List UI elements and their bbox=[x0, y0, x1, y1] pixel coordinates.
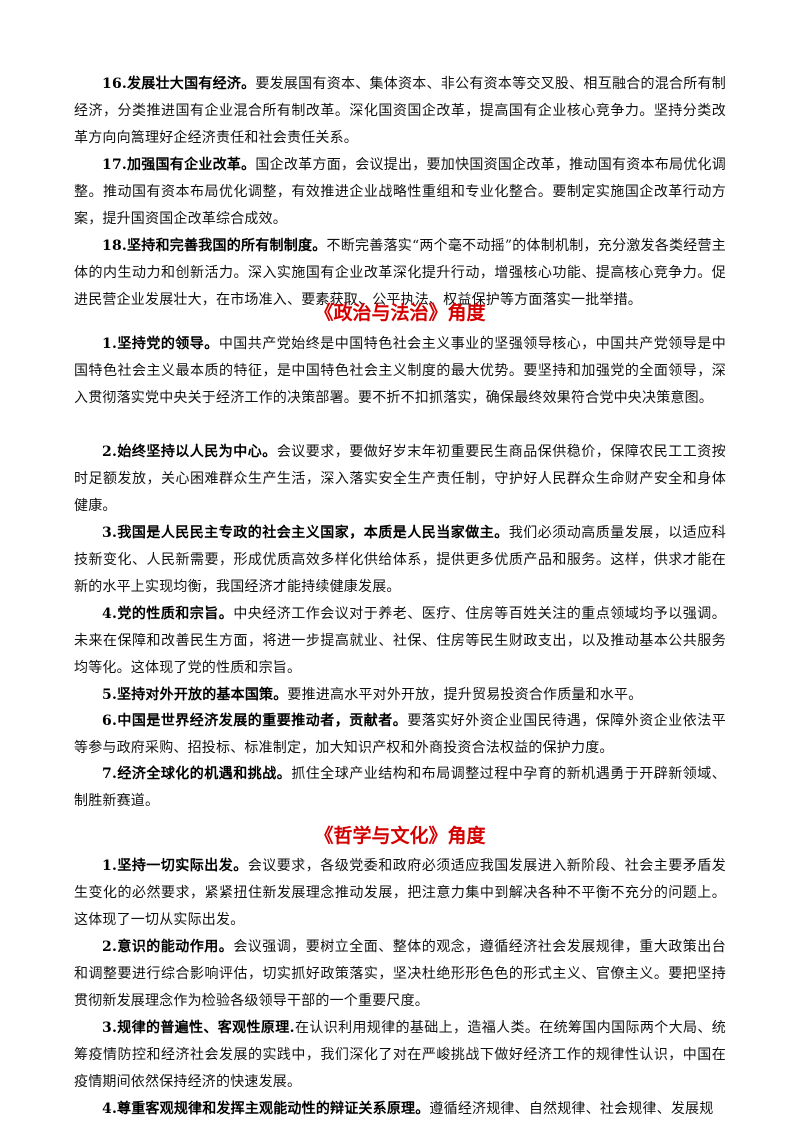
item-heading: 2.意识的能动作用。 bbox=[102, 939, 234, 955]
paragraph-item: 7.经济全球化的机遇和挑战。抓住全球产业结构和布局调整过程中孕育的新机遇勇于开辟… bbox=[74, 761, 726, 815]
item-body: 遵循经济规律、自然规律、社会规律、发展规 bbox=[429, 1101, 714, 1117]
item-heading: 4.尊重客观规律和发挥主观能动性的辩证关系原理。 bbox=[102, 1101, 430, 1117]
item-body: 在认识利用规律的基础上，造福人类。在统筹国内国际两个大局、统筹疫情防控和经济社会… bbox=[74, 1020, 726, 1090]
section-title-philosophy: 《哲学与文化》角度 bbox=[314, 825, 486, 847]
item-heading: 5.坚持对外开放的基本国策。 bbox=[102, 687, 288, 703]
item-heading: 3.规律的普遍性、客观性原理. bbox=[102, 1020, 295, 1036]
paragraph-item: 1.坚持一切实际出发。会议要求，各级党委和政府必须适应我国发展进入新阶段、社会主… bbox=[74, 853, 726, 934]
item-body: 中国共产党始终是中国特色社会主义事业的坚强领导核心，中国共产党领导是中国特色社会… bbox=[74, 336, 726, 406]
item-heading: 1.坚持一切实际出发。 bbox=[102, 858, 248, 874]
item-heading: 18.坚持和完善我国的所有制制度。 bbox=[102, 238, 327, 254]
item-heading: 3.我国是人民民主专政的社会主义国家，本质是人民当家做主。 bbox=[102, 525, 509, 541]
item-body: 会议要求，要做好岁末年初重要民生商品保供稳价，保障农民工工资按时足额发放，关心困… bbox=[74, 444, 726, 514]
paragraph-item: 2.意识的能动作用。会议强调，要树立全面、整体的观念，遵循经济社会发展规律，重大… bbox=[74, 934, 726, 1015]
item-body: 会议要求，各级党委和政府必须适应我国发展进入新阶段、社会主要矛盾发生变化的必然要… bbox=[74, 858, 726, 928]
paragraph-item: 4.党的性质和宗旨。中央经济工作会议对于养老、医疗、住房等百姓关注的重点领域均予… bbox=[74, 601, 726, 682]
item-body: 我们必须动高质量发展，以适应科技新变化、人民新需要，形成优质高效多样化供给体系，… bbox=[74, 525, 727, 595]
item-body: 抓住全球产业结构和布局调整过程中孕育的新机遇勇于开辟新领域、制胜新赛道。 bbox=[74, 766, 726, 809]
item-body: 要落实好外资企业国民待遇，保障外资企业依法平等参与政府采购、招投标、标准制定，加… bbox=[74, 713, 727, 756]
section-title-politics: 《政治与法治》角度 bbox=[314, 302, 486, 324]
item-heading: 1.坚持党的领导。 bbox=[102, 336, 219, 352]
paragraph-item: 16.发展壮大国有经济。要发展国有资本、集体资本、非公有资本等交叉股、相互融合的… bbox=[74, 71, 726, 152]
paragraph-item: 4.尊重客观规律和发挥主观能动性的辩证关系原理。遵循经济规律、自然规律、社会规律… bbox=[74, 1096, 726, 1123]
item-body: 会议强调，要树立全面、整体的观念，遵循经济社会发展规律，重大政策出台和调整要进行… bbox=[74, 939, 726, 1009]
item-body: 不断完善落实“两个毫不动摇”的体制机制，充分激发各类经营主体的内生动力和创新活力… bbox=[74, 238, 726, 308]
item-body: 要推进高水平对外开放，提升贸易投资合作质量和水平。 bbox=[287, 687, 643, 703]
item-body: 国企改革方面，会议提出，要加快国资国企改革，推动国有资本布局优化调整。推动国有资… bbox=[74, 157, 726, 227]
paragraph-item: 1.坚持党的领导。中国共产党始终是中国特色社会主义事业的坚强领导核心，中国共产党… bbox=[74, 331, 726, 412]
item-body: 中央经济工作会议对于养老、医疗、住房等百姓关注的重点领域均予以强调。未来在保障和… bbox=[74, 606, 726, 676]
paragraph-item: 18.坚持和完善我国的所有制制度。不断完善落实“两个毫不动摇”的体制机制，充分激… bbox=[74, 233, 726, 314]
paragraph-item: 3.规律的普遍性、客观性原理.在认识利用规律的基础上，造福人类。在统筹国内国际两… bbox=[74, 1015, 726, 1096]
paragraph-item: 17.加强国有企业改革。国企改革方面，会议提出，要加快国资国企改革，推动国有资本… bbox=[74, 152, 726, 233]
paragraph-item: 5.坚持对外开放的基本国策。要推进高水平对外开放，提升贸易投资合作质量和水平。 bbox=[74, 682, 726, 709]
item-heading: 2.始终坚持以人民为中心。 bbox=[102, 444, 277, 460]
item-heading: 16.发展壮大国有经济。 bbox=[102, 76, 256, 92]
paragraph-item: 3.我国是人民民主专政的社会主义国家，本质是人民当家做主。我们必须动高质量发展，… bbox=[74, 520, 726, 601]
item-heading: 7.经济全球化的机遇和挑战。 bbox=[102, 766, 292, 782]
item-heading: 17.加强国有企业改革。 bbox=[102, 157, 256, 173]
item-body: 要发展国有资本、集体资本、非公有资本等交叉股、相互融合的混合所有制经济，分类推进… bbox=[74, 76, 726, 146]
paragraph-item: 6.中国是世界经济发展的重要推动者，贡献者。要落实好外资企业国民待遇，保障外资企… bbox=[74, 708, 726, 762]
item-heading: 6.中国是世界经济发展的重要推动者，贡献者。 bbox=[102, 713, 408, 729]
paragraph-item: 2.始终坚持以人民为中心。会议要求，要做好岁末年初重要民生商品保供稳价，保障农民… bbox=[74, 439, 726, 520]
item-heading: 4.党的性质和宗旨。 bbox=[102, 606, 234, 622]
